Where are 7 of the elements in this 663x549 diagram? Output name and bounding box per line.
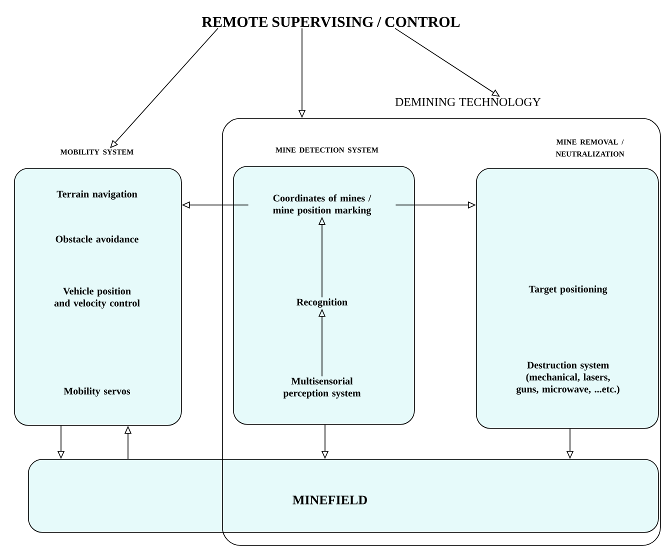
text-label: Coordinates of mines / mine position marking	[273, 194, 372, 216]
text-label: Recognition	[296, 298, 348, 308]
node-label: DEMINING TECHNOLOGY	[395, 98, 541, 106]
arrow	[394, 28, 500, 97]
text-label: Multisensorial perception system	[283, 377, 361, 399]
system-box: MINEFIELD	[28, 459, 659, 533]
text-label: REMOTE SUPERVISING / CONTROL	[202, 16, 460, 28]
